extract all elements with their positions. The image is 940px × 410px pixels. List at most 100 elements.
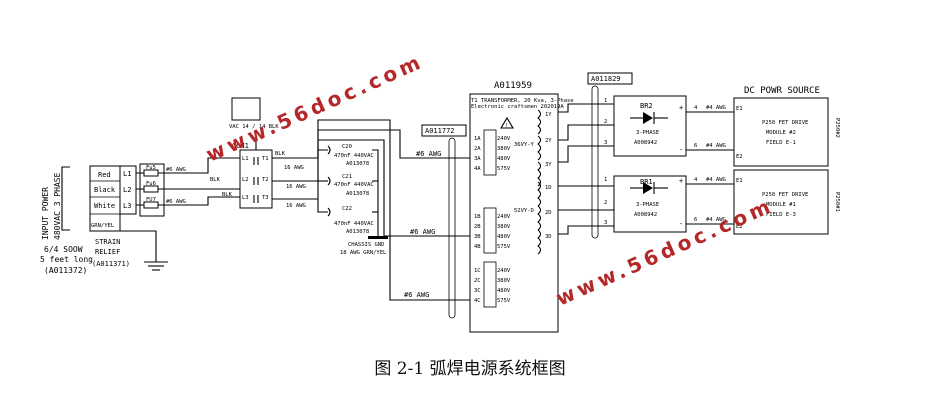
dc-module-2-side: P250#2 <box>834 118 840 138</box>
wire-2d <box>558 206 615 211</box>
sec-1d: 1D <box>545 185 552 191</box>
contactor-box <box>239 149 273 209</box>
primary-4c: 4C <box>474 298 481 304</box>
line-l3: L3 <box>123 202 131 210</box>
tap-c-480: 480V <box>497 288 511 294</box>
bridge-br1-box <box>613 175 687 233</box>
wire-2y <box>558 124 614 141</box>
primary-group-a: 1A 2A 3A 4A 240V 380V 480V 575V <box>474 129 511 176</box>
primary-1b: 1B <box>474 214 481 220</box>
dc-module-1-line1: P250 FET DRIVE <box>762 192 808 198</box>
br2-pos-num: 4 <box>694 105 698 111</box>
bridge2-in-1: 1 <box>604 98 607 104</box>
label-blk-l3: BLK <box>222 192 233 198</box>
line-terminal-block <box>119 165 137 215</box>
dc-source-title: DC POWR SOURCE <box>744 86 820 96</box>
primary-3a: 3A <box>474 156 481 162</box>
con-t1: T1 <box>262 156 269 162</box>
con-l2: L2 <box>242 177 249 183</box>
bridge1-in-3: 3 <box>604 220 607 226</box>
input-power-label: INPUT POWER 480VAC 3 PHASE 6/4 SOOW 5 fe… <box>40 172 93 275</box>
coil-3y <box>537 161 542 187</box>
wire-3d <box>558 225 614 235</box>
strain-relief-line2: RELIEF <box>95 248 120 256</box>
label-awg6-txa: #6 AWG <box>416 150 441 158</box>
label-awg4-br2-neg: #4 AWG <box>706 143 726 149</box>
br1-pos-num: 4 <box>694 177 698 183</box>
wire-1y <box>558 103 614 113</box>
sec-3y: 3Y <box>545 162 552 168</box>
label-blk-l2: BLK <box>210 177 221 183</box>
primary-4a: 4A <box>474 166 481 172</box>
cable-tie-right <box>591 85 599 239</box>
coil-1d <box>537 181 542 207</box>
wire-black: Black <box>94 186 116 194</box>
primary-3b: 3B <box>474 234 481 240</box>
br2-neg-num: 6 <box>694 143 697 149</box>
tap-a-240: 240V <box>497 136 511 142</box>
primary-4b: 4B <box>474 244 481 250</box>
cap-c20-spec: 470nF 440VAC <box>334 153 374 159</box>
tap-c-575: 575V <box>497 298 511 304</box>
bridge-br1-name: BR1 <box>640 178 653 186</box>
chassis-gnd-line2: 18 AWG GRN/YEL <box>340 250 387 256</box>
cap-common <box>372 149 379 236</box>
br1-neg-num: 6 <box>694 217 697 223</box>
bridge-br1-minus: - <box>679 220 683 228</box>
cap-c21-name: C21 <box>342 174 352 180</box>
sec-1y: 1Y <box>545 112 552 118</box>
bridge1-in-1: 1 <box>604 177 607 183</box>
sec-3d: 3D <box>545 234 552 240</box>
label-blk-t1: BLK <box>275 151 286 157</box>
ref-a011829-box <box>587 72 633 85</box>
fuse-fu5-label: Fu5 <box>146 165 156 171</box>
strain-relief-part: (A011371) <box>92 260 130 268</box>
bridge-br2-plus: + <box>679 104 683 112</box>
label-awg4-br1-pos: #4 AWG <box>706 177 726 183</box>
coil-2d <box>537 205 542 231</box>
cap-c22-symbol <box>327 207 331 217</box>
ground-wire <box>120 230 157 262</box>
label-16awg-t2: 16 AWG <box>286 184 306 190</box>
cap-c21-spec: 470nF 440VAC <box>334 182 374 188</box>
label-16awg-t3: 16 AWG <box>286 203 306 209</box>
label-awg4-br1-neg: #4 AWG <box>706 217 726 223</box>
cap-c22-spec: 470nF 440VAC <box>334 221 374 227</box>
fuse-fu6 <box>143 185 159 193</box>
con-t3: T3 <box>262 195 269 201</box>
fuse-fu7 <box>143 201 159 209</box>
input-power-line1: INPUT POWER <box>41 187 50 240</box>
tap-b-575: 575V <box>497 244 511 250</box>
dc-module-2-e2: E2 <box>736 154 743 160</box>
dc-module-2-line1: P250 FET DRIVE <box>762 120 808 126</box>
wire-color-block <box>89 165 121 232</box>
warning-icon-mark: ! <box>505 123 508 129</box>
bridge-br2-part: A008942 <box>634 140 657 146</box>
tap-b-380: 380V <box>497 224 511 230</box>
diode-br2-icon <box>643 112 653 124</box>
primary-2a: 2A <box>474 146 481 152</box>
dc-module-1-side: P250#1 <box>834 192 840 212</box>
chassis-gnd-line1: CHASSIS GND <box>348 242 384 248</box>
label-16awg-t1: 16 AWG <box>284 165 304 171</box>
bridge-br2: BR2 3-PHASE A008942 + - <box>613 95 687 157</box>
label-awg6-l3: #6 AWG <box>166 199 186 205</box>
bridge2-in-2: 2 <box>604 119 607 125</box>
tap-a-480: 480V <box>497 156 511 162</box>
sec-voltage-d: 52VY-D <box>514 208 534 214</box>
sec-voltage-y: 36VY-Y <box>514 142 535 148</box>
wire-grn-yel: GRN/YEL <box>91 223 115 229</box>
wire-white: White <box>94 202 115 210</box>
input-part: (A011372) <box>44 266 87 275</box>
tap-b-480: 480V <box>497 234 511 240</box>
contactor-coil <box>231 97 261 121</box>
dc-module-2-box <box>733 97 829 167</box>
bridge1-in-2: 2 <box>604 200 607 206</box>
dc-module-1-line3: FIELD E-3 <box>766 212 796 218</box>
cap-c20-part: A013078 <box>346 161 369 167</box>
fuse-block: Fu5 Fu6 FU7 <box>136 163 165 217</box>
tap-a-380: 380V <box>497 146 511 152</box>
ref-a011772-box <box>421 124 467 137</box>
dc-module-1-e1: E1 <box>736 178 743 184</box>
wire-red: Red <box>98 171 111 179</box>
